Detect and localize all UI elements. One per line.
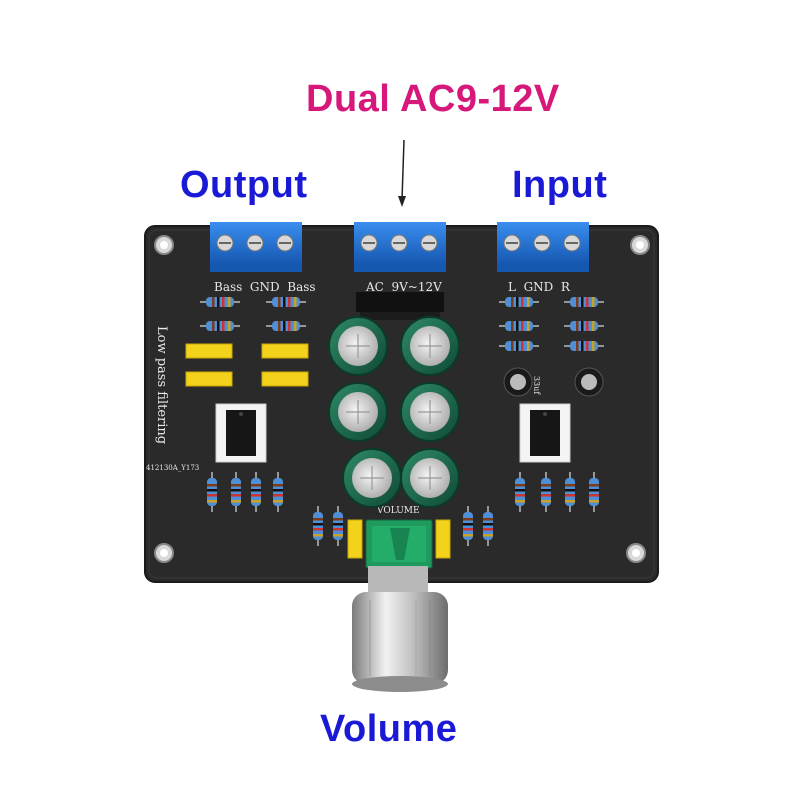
resistor <box>589 472 599 512</box>
power-terminal-block <box>354 222 446 272</box>
cap-value-label: 33uf <box>532 376 541 395</box>
volume-knob[interactable] <box>352 566 448 692</box>
input-terminal-block <box>497 222 589 272</box>
resistor <box>499 297 539 307</box>
electrolytic-capacitor <box>400 316 460 376</box>
resistor <box>565 472 575 512</box>
resistor <box>207 472 217 512</box>
power-pin-label: AC 9V~12V <box>365 280 442 294</box>
resistor <box>251 472 261 512</box>
input-callout: Input <box>512 164 608 206</box>
power-arrow <box>401 139 405 201</box>
resistor <box>564 341 604 351</box>
electrolytic-capacitor <box>400 448 460 508</box>
resistor <box>200 297 240 307</box>
resistor <box>333 506 343 546</box>
resistor <box>541 472 551 512</box>
resistor <box>266 297 306 307</box>
resistor <box>200 321 240 331</box>
electrolytic-capacitor <box>342 448 402 508</box>
power-callout: Dual AC9-12V <box>306 78 560 120</box>
resistor <box>564 321 604 331</box>
resistor <box>564 297 604 307</box>
input-pin-label: L GND R <box>508 280 571 294</box>
resistor <box>231 472 241 512</box>
resistor <box>273 472 283 512</box>
resistor-group <box>200 297 604 546</box>
pot-label: VOLUME <box>376 506 420 516</box>
electrolytic-capacitor <box>400 382 460 442</box>
resistor <box>313 506 323 546</box>
resistor <box>266 321 306 331</box>
bridge-rectifier <box>356 292 444 312</box>
resistor <box>499 341 539 351</box>
electrolytic-capacitor <box>328 316 388 376</box>
low-pass-label: Low pass filtering <box>154 326 169 444</box>
output-pin-label: Bass GND Bass <box>214 280 316 294</box>
resistor <box>515 472 525 512</box>
output-callout: Output <box>180 164 308 206</box>
op-amp-left <box>215 403 267 463</box>
output-terminal-block <box>210 222 302 272</box>
small-capacitors <box>503 367 604 397</box>
film-capacitors <box>185 343 451 559</box>
board-id-label: 412130A_Y173 <box>146 464 199 472</box>
resistor <box>499 321 539 331</box>
filter-capacitors <box>328 316 460 508</box>
volume-callout: Volume <box>320 708 458 750</box>
mounting-holes <box>154 235 650 563</box>
electrolytic-capacitor <box>328 382 388 442</box>
volume-potentiometer <box>365 519 433 569</box>
op-amp-right <box>519 403 571 463</box>
resistor <box>463 506 473 546</box>
resistor <box>483 506 493 546</box>
